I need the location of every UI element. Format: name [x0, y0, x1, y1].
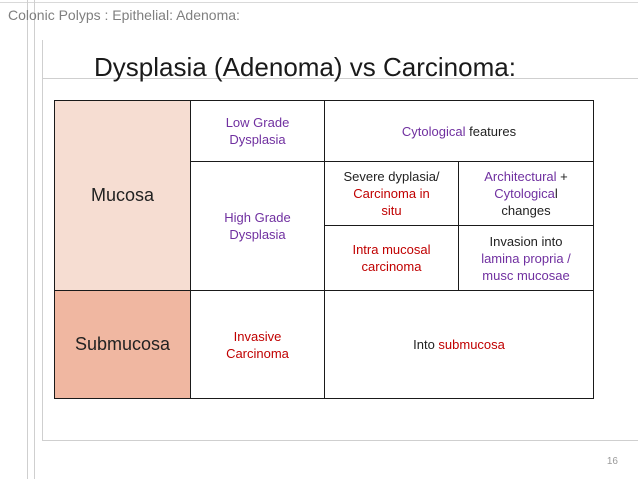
low-grade-line: Low Grade [225, 115, 290, 130]
submucosa-word: submucosa [438, 337, 505, 352]
top-rule [0, 2, 638, 3]
architectural-word: Architectural [484, 169, 557, 184]
intra-mucosal-line: Intra mucosal [352, 242, 431, 257]
architectural-cytological-cell: Architectural + Cytological changes [458, 162, 593, 226]
cytological-suffix: l [554, 186, 558, 201]
plus-sign: + [556, 169, 568, 184]
high-grade-dysplasia-cell: High Grade Dysplasia [190, 162, 324, 291]
changes-word: changes [501, 203, 551, 218]
invasion-line1: Invasion into [489, 233, 563, 249]
decorative-horizontal-line [42, 78, 638, 79]
decorative-vertical-line [42, 40, 43, 440]
dysplasia-line: Dysplasia [229, 132, 286, 147]
invasive-line: Invasive [233, 328, 282, 344]
cytological-word: Cytologica [494, 186, 555, 201]
low-grade-dysplasia-cell: Low Grade Dysplasia [190, 101, 324, 162]
severe-line2: Carcinoma in [353, 186, 430, 201]
severe-dysplasia-cell: Severe dyplasia/ Carcinoma in situ [324, 162, 458, 226]
intra-mucosal-carcinoma-cell: Intra mucosal carcinoma [324, 226, 458, 291]
decorative-vertical-line [27, 0, 28, 479]
slide-title: Dysplasia (Adenoma) vs Carcinoma: [94, 52, 516, 82]
submucosa-cell: Submucosa [55, 291, 190, 398]
cytological-word: Cytological [401, 123, 466, 139]
cytological-features-cell: Cytological features [324, 101, 593, 162]
into-submucosa-cell: Into submucosa [324, 291, 593, 398]
comparison-table: Mucosa Submucosa Low Grade Dysplasia Cyt… [54, 100, 594, 399]
carcinoma-line: carcinoma [361, 259, 422, 274]
invasion-line3: musc mucosae [482, 267, 570, 283]
features-word: features [465, 123, 517, 139]
invasive-carcinoma-cell: Invasive Carcinoma [190, 291, 324, 398]
into-word: Into [413, 337, 439, 352]
submucosa-label: Submucosa [74, 334, 171, 354]
high-grade-line: High Grade [224, 210, 291, 225]
mucosa-label: Mucosa [90, 185, 155, 205]
decorative-horizontal-line [42, 440, 638, 441]
page-number: 16 [606, 456, 618, 467]
severe-line3: situ [381, 203, 402, 218]
carcinoma-line: Carcinoma [226, 345, 289, 361]
severe-line1: Severe dyplasia/ [343, 169, 440, 184]
invasion-line2: lamina propria / [481, 250, 571, 266]
mucosa-cell: Mucosa [55, 101, 190, 291]
dysplasia-line: Dysplasia [229, 227, 286, 242]
slide-subtitle: Colonic Polyps : Epithelial: Adenoma: [8, 7, 240, 23]
invasion-lamina-propria-cell: Invasion into lamina propria / musc muco… [458, 226, 593, 291]
decorative-vertical-line [34, 0, 35, 479]
